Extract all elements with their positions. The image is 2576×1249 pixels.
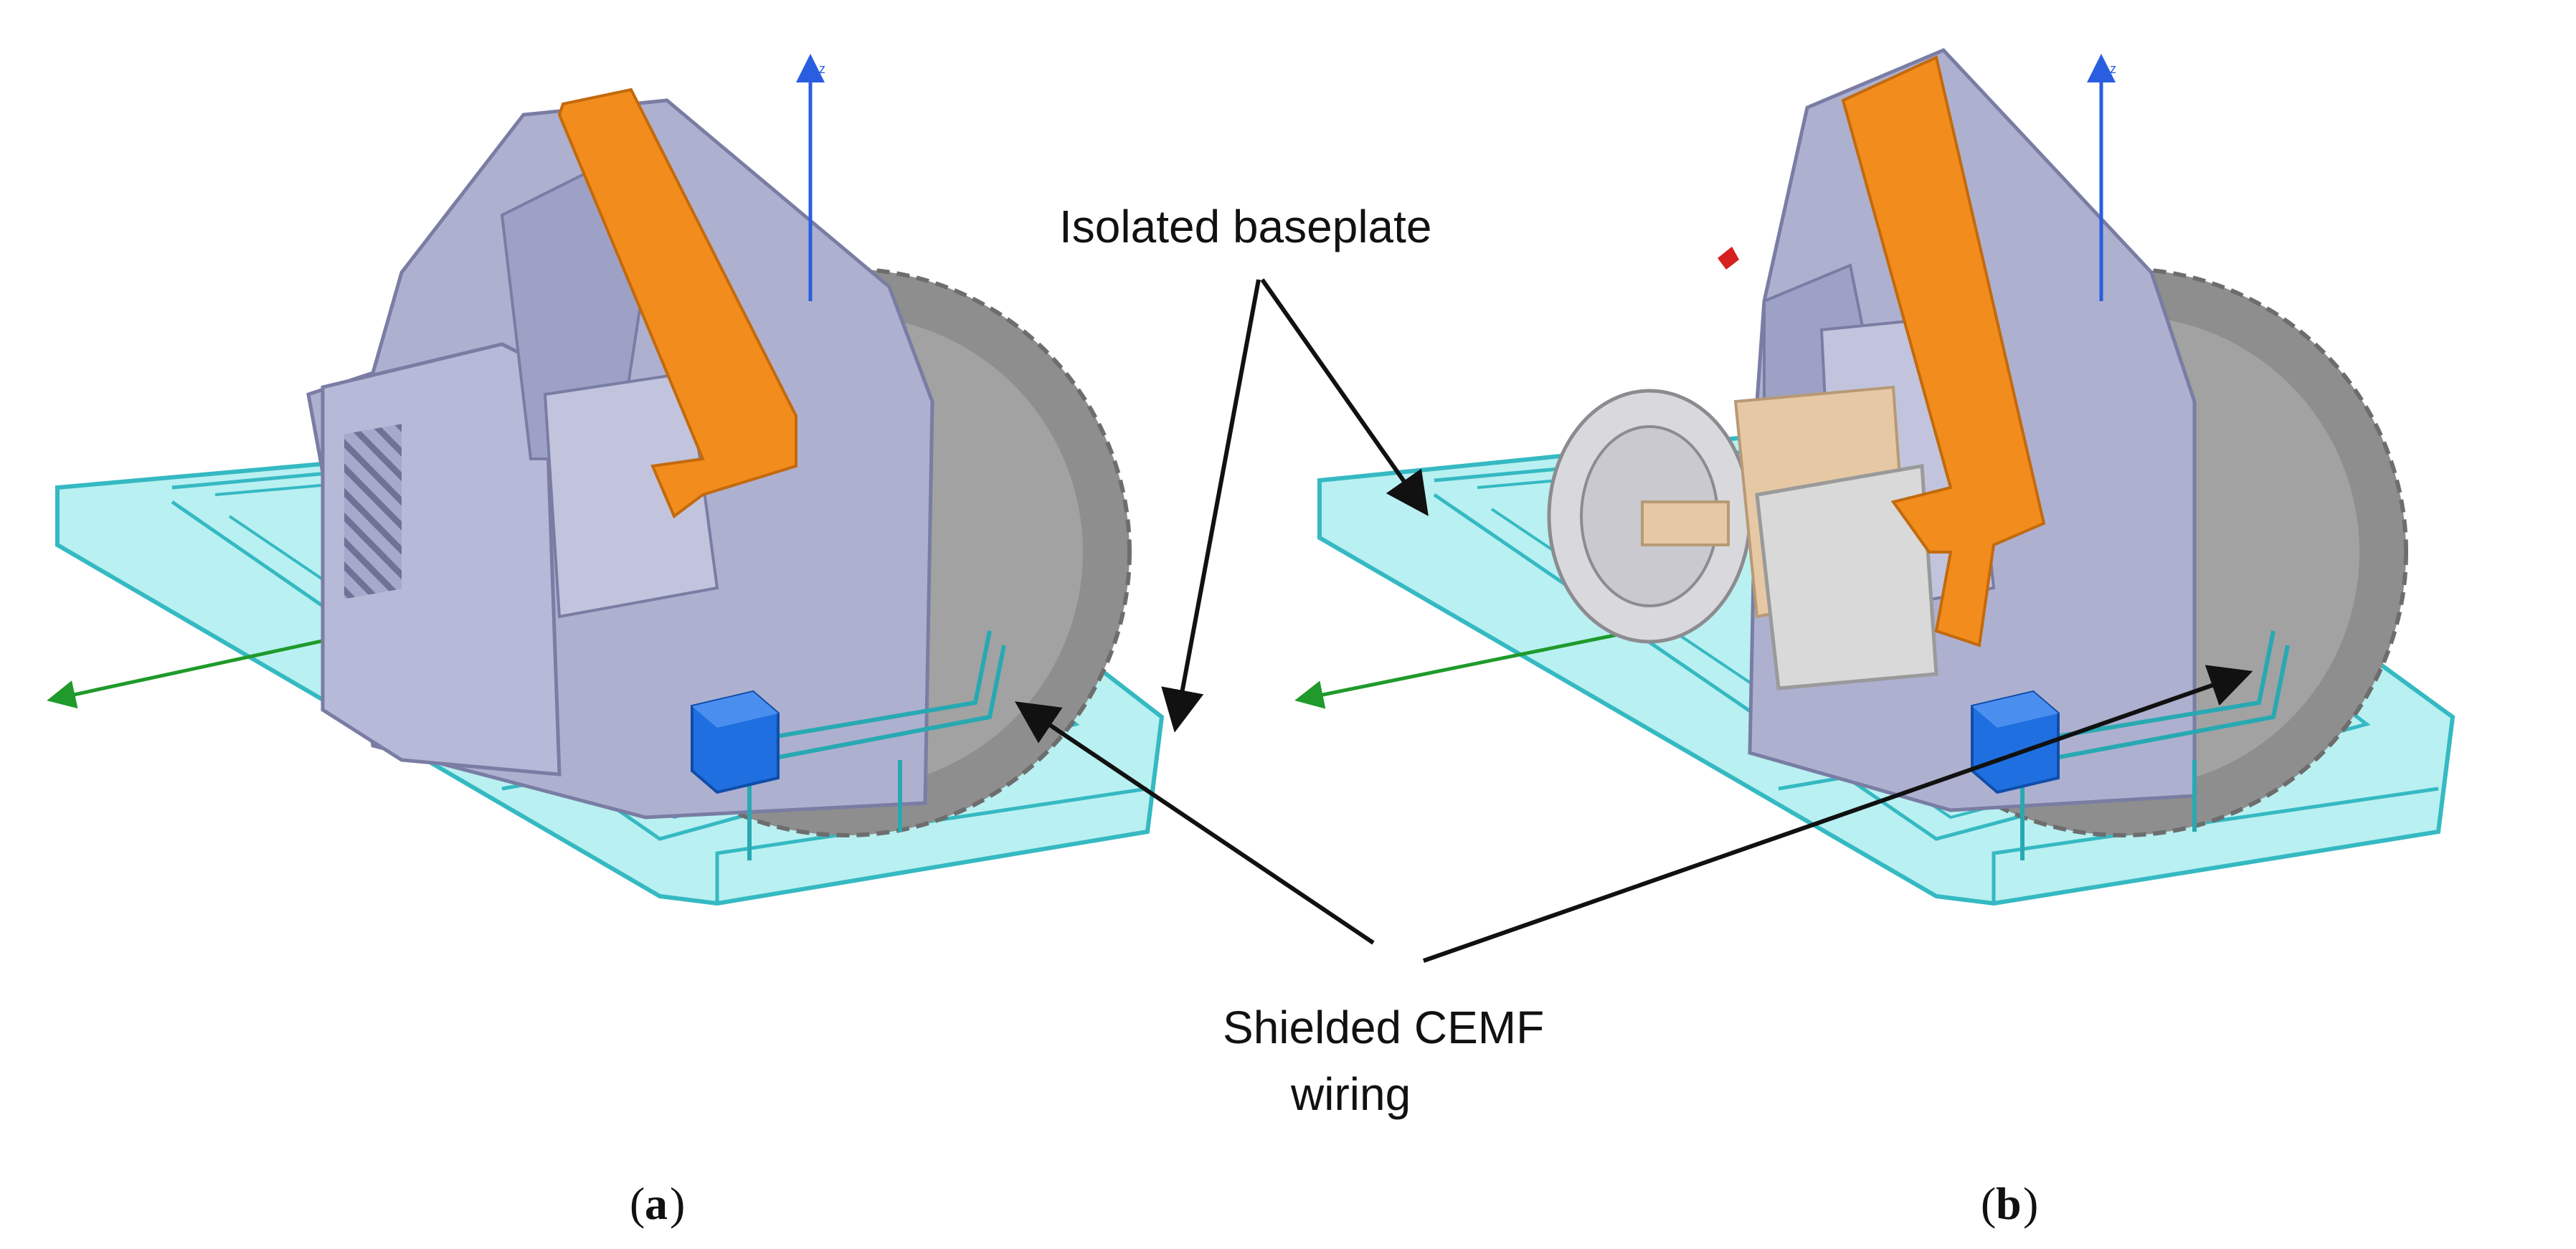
caption-b: ( b ) [1981, 1178, 2038, 1229]
guard-handle-b [1841, 55, 2046, 647]
caption-b-letter: b [1996, 1178, 2022, 1229]
caption-b-open: ( [1981, 1178, 1996, 1229]
y-axis-b [1294, 622, 1672, 709]
wiring-label-line1: Shielded CEMF [1223, 1002, 1544, 1053]
baseplate-label: Isolated baseplate [1059, 201, 1432, 252]
vent-grille-a [344, 424, 402, 599]
baseplate-arrow-a [1161, 279, 1261, 733]
x-axis-marker-b [1718, 247, 1739, 270]
wiring-arrow-a [1015, 701, 1375, 945]
wiring-arrow-b [1423, 665, 2253, 963]
caption-a: ( a ) [630, 1178, 685, 1229]
z-axis-label-a: z [819, 62, 825, 76]
caption-b-close: ) [2023, 1178, 2038, 1229]
sensor-box-a [691, 690, 780, 794]
caption-a-close: ) [670, 1178, 685, 1229]
motor-b [1547, 385, 1938, 690]
caption-a-open: ( [630, 1178, 645, 1229]
guard-handle-a [557, 87, 797, 519]
cemf-wiring-a [747, 630, 1006, 860]
cemf-wiring-b [2020, 630, 2290, 860]
wiring-label-line2: wiring [1290, 1068, 1411, 1120]
saw-housing-a [306, 98, 934, 820]
sensor-box-b [1971, 690, 2060, 794]
z-axis-label-b: z [2110, 62, 2116, 76]
baseplate-arrow-b [1260, 278, 1429, 516]
panel-b: z [1294, 48, 2456, 906]
caption-a-letter: a [645, 1178, 668, 1229]
panel-a: z [47, 54, 1165, 906]
